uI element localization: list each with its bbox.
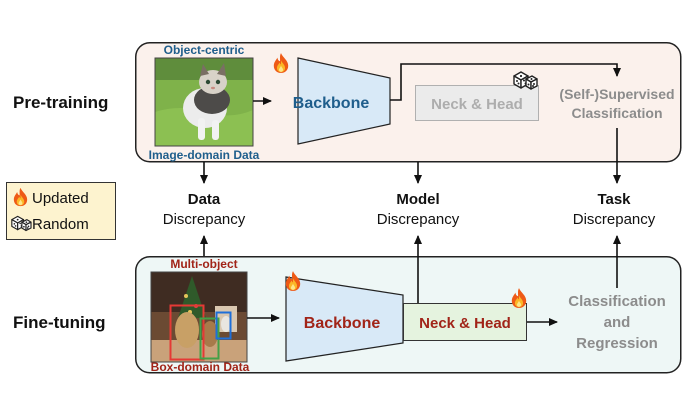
multi-object-caption: Multi-object <box>170 257 237 271</box>
finetuning-neck-head-block <box>403 303 527 341</box>
multi-object-image <box>150 271 248 363</box>
data-discrepancy-subtitle: Discrepancy <box>163 211 246 228</box>
image-domain-caption: Image-domain Data <box>149 148 260 162</box>
pretraining-task-line2: Classification <box>571 105 662 121</box>
pretraining-backbone-block <box>297 57 391 145</box>
pretraining-panel <box>135 42 682 163</box>
pretraining-bypass-arrow <box>390 63 621 101</box>
box-domain-caption: Box-domain Data <box>151 360 250 374</box>
pretraining-neck-head-label: Neck & Head <box>431 96 523 113</box>
finetuning-backbone-block <box>285 276 404 362</box>
finetuning-stage-label: Fine-tuning <box>13 313 106 332</box>
object-centric-image <box>154 57 254 147</box>
task-discrepancy-title: Task <box>597 191 631 208</box>
finetuning-task-line3: Regression <box>576 335 658 352</box>
task-discrepancy-subtitle: Discrepancy <box>573 211 656 228</box>
finetuning-task-line2: and <box>604 314 631 331</box>
data-discrepancy-title: Data <box>188 191 221 208</box>
finetuning-backbone-label: Backbone <box>304 315 381 332</box>
legend-random-label: Random <box>32 216 89 233</box>
finetuning-task-line1: Classification <box>568 293 666 310</box>
pretraining-stage-label: Pre-training <box>13 93 108 112</box>
model-discrepancy-subtitle: Discrepancy <box>377 211 460 228</box>
finetuning-neck-head-label: Neck & Head <box>419 315 511 332</box>
model-discrepancy-title: Model <box>396 191 439 208</box>
pretraining-neck-head-block <box>415 85 539 121</box>
pretraining-backbone-label: Backbone <box>293 95 370 112</box>
pretraining-task-line1: (Self-)Supervised <box>559 86 674 102</box>
object-centric-caption: Object-centric <box>164 43 245 57</box>
legend-updated-label: Updated <box>32 190 89 207</box>
